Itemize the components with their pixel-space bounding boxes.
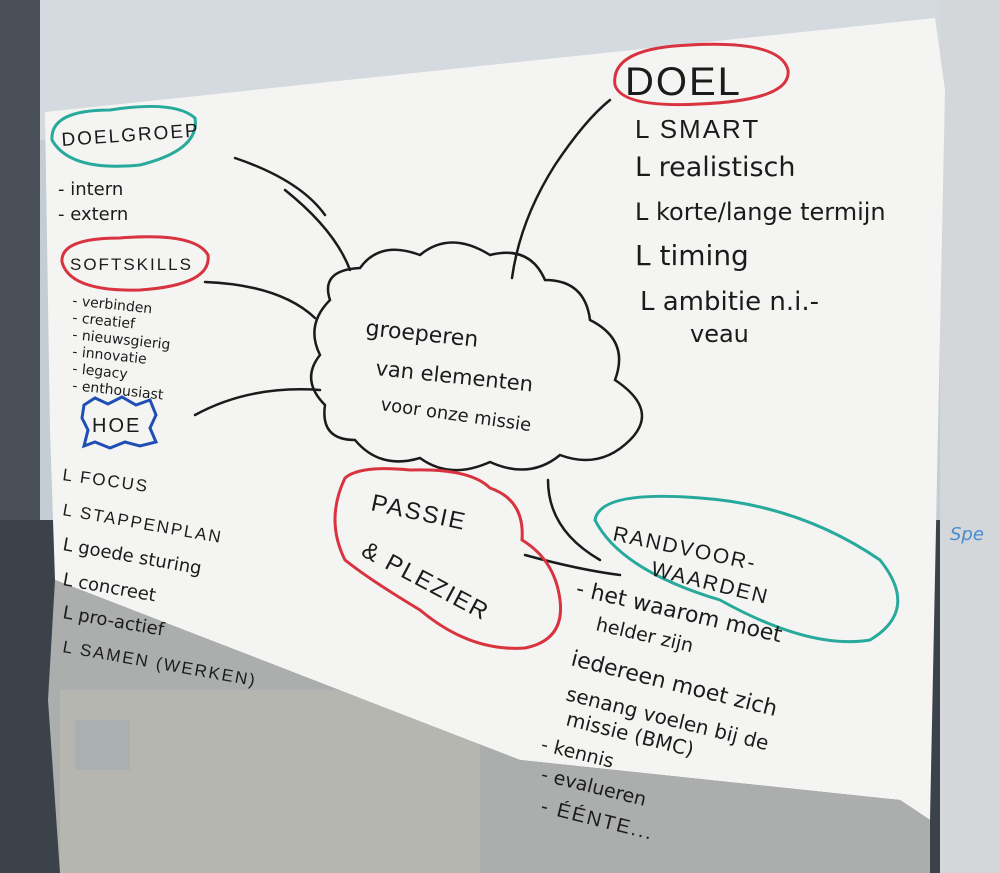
softskills-item-5: - legacy <box>72 361 129 383</box>
doel-title: DOEL <box>625 60 742 104</box>
doel-item-2: L realistisch <box>635 152 795 183</box>
doel-item-4: L timing <box>635 239 749 272</box>
softskills-item-2: - creatief <box>72 310 137 333</box>
paper-sheet <box>45 18 945 820</box>
hoe-title: HOE <box>92 415 141 437</box>
paper-lower-fold <box>48 580 930 873</box>
softskills-item-4: - innovatie <box>72 344 148 368</box>
doel-item-5: L ambitie n.i.- <box>640 287 819 317</box>
doel-item-3: L korte/lange termijn <box>635 198 886 226</box>
window-pane-right <box>940 0 1000 873</box>
doel-outline <box>613 42 790 107</box>
doel-item-1: L SMART <box>635 114 760 144</box>
doelgroep-outline <box>50 104 197 168</box>
softskills-outline <box>60 235 210 292</box>
hoe-outline <box>80 395 159 450</box>
softskills-title: SOFTSKILLS <box>70 255 193 274</box>
center-cloud <box>310 241 644 472</box>
mindmap-branches <box>193 98 622 577</box>
doelgroep-item-2: - extern <box>58 204 128 225</box>
doel-item-6: veau <box>690 320 749 348</box>
randvoorwaarden-outline <box>593 494 900 644</box>
doelgroep-item-1: - intern <box>58 179 123 200</box>
passie-outline <box>333 467 563 650</box>
background-text: Spe <box>950 524 984 545</box>
